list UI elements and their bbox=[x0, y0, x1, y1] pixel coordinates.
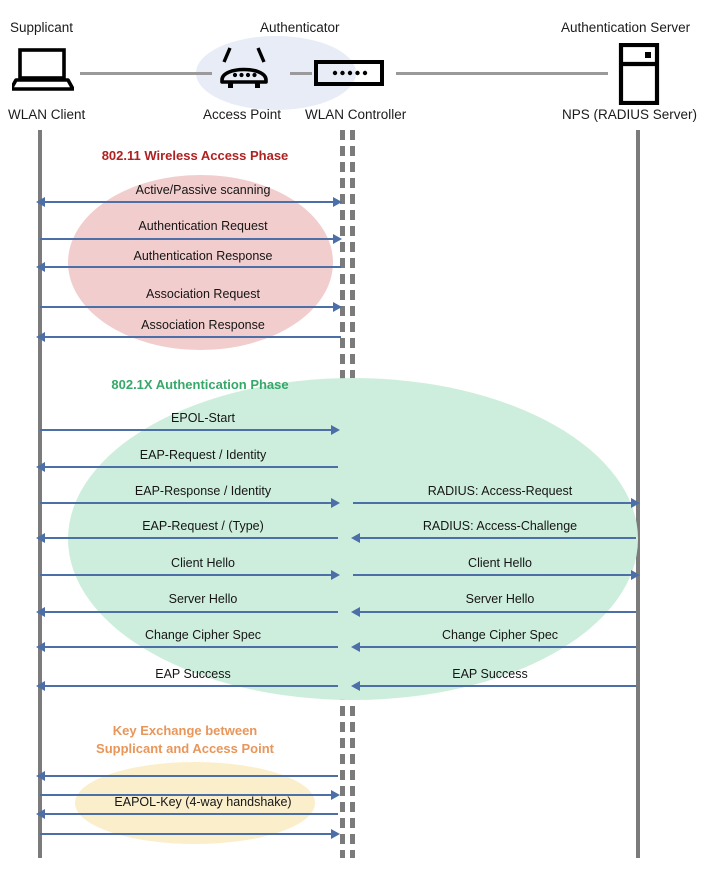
message-arrow bbox=[43, 685, 338, 687]
lifeline-supplicant bbox=[38, 130, 42, 858]
message-arrow bbox=[40, 794, 338, 796]
arrow-head-right-icon bbox=[333, 197, 342, 207]
wlan-controller-icon bbox=[314, 60, 384, 91]
message-label: Change Cipher Spec bbox=[441, 628, 559, 642]
arrow-head-left-icon bbox=[36, 332, 45, 342]
arrow-head-left-icon bbox=[351, 642, 360, 652]
message-label: EAP-Request / (Type) bbox=[142, 519, 264, 533]
arrow-head-right-icon bbox=[631, 570, 640, 580]
message-arrow bbox=[40, 238, 338, 240]
message-label: Authentication Request bbox=[138, 219, 268, 233]
message-arrow bbox=[358, 611, 636, 613]
phase-title-wireless-access: 802.11 Wireless Access Phase bbox=[101, 148, 289, 163]
arrow-head-left-icon bbox=[351, 533, 360, 543]
arrow-head-left-icon bbox=[36, 809, 45, 819]
message-arrow bbox=[40, 502, 338, 504]
arrow-head-left-icon bbox=[351, 681, 360, 691]
server-icon bbox=[618, 42, 660, 110]
message-label: RADIUS: Access-Request bbox=[427, 484, 573, 498]
message-label: Client Hello bbox=[468, 556, 532, 570]
message-label: Active/Passive scanning bbox=[135, 183, 271, 197]
message-arrow bbox=[353, 574, 636, 576]
arrow-head-right-icon bbox=[631, 498, 640, 508]
actor-role-authenticator: Authenticator bbox=[260, 20, 340, 35]
message-label: RADIUS: Access-Challenge bbox=[422, 519, 578, 533]
message-label: Authentication Response bbox=[133, 249, 273, 263]
phase-title-authentication: 802.1X Authentication Phase bbox=[111, 377, 289, 392]
actor-role-supplicant: Supplicant bbox=[10, 20, 74, 35]
message-label: Association Request bbox=[146, 287, 260, 301]
laptop-icon bbox=[9, 48, 75, 97]
message-label: EAP-Response / Identity bbox=[134, 484, 272, 498]
arrow-head-right-icon bbox=[333, 302, 342, 312]
message-arrow bbox=[40, 833, 338, 835]
arrow-head-left-icon bbox=[36, 197, 45, 207]
arrow-head-left-icon bbox=[36, 642, 45, 652]
message-label: EAPOL-Key (4-way handshake) bbox=[114, 795, 292, 809]
actor-role-authentication-server: Authentication Server bbox=[561, 20, 691, 35]
actor-device-wlan-controller: WLAN Controller bbox=[305, 107, 407, 122]
arrow-head-left-icon bbox=[36, 533, 45, 543]
message-arrow bbox=[40, 574, 338, 576]
message-arrow bbox=[43, 813, 338, 815]
link-controller-to-server bbox=[396, 72, 608, 75]
arrow-head-right-icon bbox=[331, 425, 340, 435]
actor-device-access-point: Access Point bbox=[203, 107, 282, 122]
arrow-head-left-icon bbox=[36, 462, 45, 472]
message-arrow bbox=[40, 306, 338, 308]
actor-device-wlan-client: WLAN Client bbox=[8, 107, 86, 122]
phase-title-key-exchange-line2: Supplicant and Access Point bbox=[96, 741, 274, 756]
arrow-head-right-icon bbox=[331, 498, 340, 508]
message-arrow bbox=[43, 466, 338, 468]
message-arrow bbox=[43, 775, 338, 777]
message-arrow bbox=[358, 537, 636, 539]
message-arrow bbox=[353, 502, 636, 504]
arrow-head-left-icon bbox=[36, 681, 45, 691]
arrow-head-right-icon bbox=[333, 234, 342, 244]
authenticator-highlight-blob bbox=[196, 36, 356, 110]
message-label: Association Response bbox=[141, 318, 265, 332]
message-label: EAP Success bbox=[452, 667, 528, 681]
arrow-head-left-icon bbox=[36, 771, 45, 781]
arrow-head-left-icon bbox=[36, 262, 45, 272]
message-label: Server Hello bbox=[168, 592, 238, 606]
arrow-head-left-icon bbox=[36, 607, 45, 617]
message-arrow bbox=[43, 266, 341, 268]
message-label: EAP-Request / Identity bbox=[139, 448, 267, 462]
message-arrow bbox=[358, 646, 636, 648]
message-label: EAP Success bbox=[155, 667, 231, 681]
message-arrow bbox=[43, 611, 338, 613]
message-arrow bbox=[358, 685, 636, 687]
message-arrow bbox=[43, 646, 338, 648]
message-label: Server Hello bbox=[465, 592, 535, 606]
arrow-head-left-icon bbox=[351, 607, 360, 617]
message-label: EPOL-Start bbox=[171, 411, 235, 425]
link-client-to-ap bbox=[80, 72, 212, 75]
message-arrow bbox=[43, 336, 341, 338]
message-label: Client Hello bbox=[171, 556, 235, 570]
phase-title-key-exchange-line1: Key Exchange between bbox=[112, 723, 258, 738]
arrow-head-right-icon bbox=[331, 570, 340, 580]
phase-blob-wireless-access bbox=[68, 175, 333, 350]
message-arrow bbox=[43, 201, 341, 203]
actor-device-nps-radius-server: NPS (RADIUS Server) bbox=[562, 107, 698, 122]
message-label: Change Cipher Spec bbox=[144, 628, 262, 642]
message-arrow bbox=[43, 537, 338, 539]
lifeline-radius-server bbox=[636, 130, 640, 858]
link-ap-to-controller bbox=[290, 72, 312, 75]
message-arrow bbox=[40, 429, 338, 431]
arrow-head-right-icon bbox=[331, 829, 340, 839]
arrow-head-right-icon bbox=[331, 790, 340, 800]
access-point-icon bbox=[212, 46, 276, 97]
